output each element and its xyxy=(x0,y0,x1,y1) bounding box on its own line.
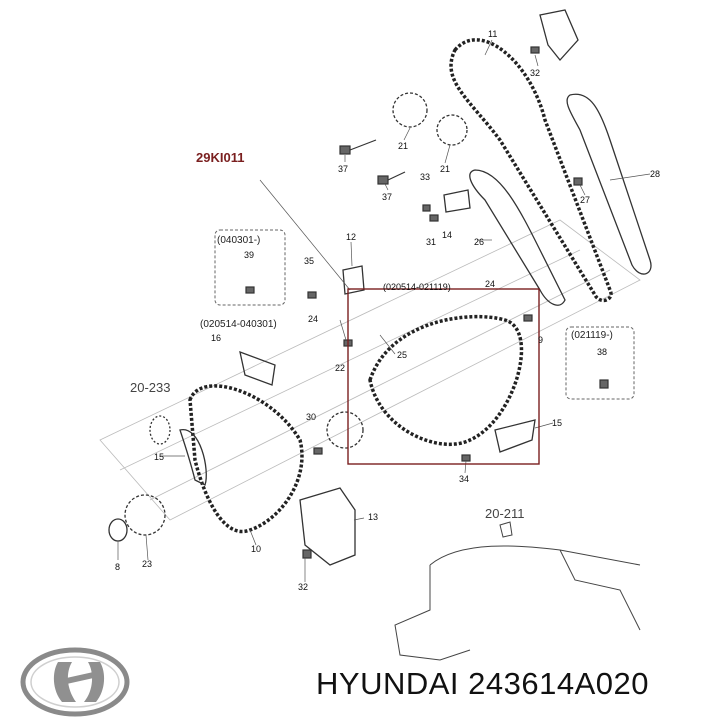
tensioner-13 xyxy=(299,487,356,566)
part-number: 23 xyxy=(142,559,152,569)
part-20-233 xyxy=(149,415,171,445)
hyundai-logo-icon xyxy=(20,647,130,717)
highlight-box xyxy=(347,288,540,465)
chain-guide-16 xyxy=(239,350,276,386)
sprocket-21-lower xyxy=(436,114,468,146)
bracket-top xyxy=(539,9,579,62)
upper-timing-chain xyxy=(449,38,613,303)
part-number: 33 xyxy=(420,172,430,182)
part-number: 8 xyxy=(115,562,120,572)
section-ref: 20-211 xyxy=(485,506,525,521)
variant-box-040301 xyxy=(214,229,286,306)
part-number: 26 xyxy=(474,237,484,247)
bolts xyxy=(245,46,609,559)
part-number: 12 xyxy=(346,232,356,242)
chain-guide-26 xyxy=(469,169,566,306)
part-number: 21 xyxy=(440,164,450,174)
part-20-211 xyxy=(499,521,513,538)
variant-label: (020514-021119) xyxy=(383,282,451,292)
part-number-label: 243614A020 xyxy=(468,666,649,701)
middle-timing-chain xyxy=(368,314,524,446)
chain-guide-15-upper xyxy=(494,419,536,453)
engine-block-sketch xyxy=(394,545,641,661)
part-number: 22 xyxy=(335,363,345,373)
part-number: 11 xyxy=(488,29,497,39)
lower-timing-chain xyxy=(188,384,304,534)
chain-guide-15-lower xyxy=(179,429,207,486)
part-number: 10 xyxy=(251,544,261,554)
part-number: 9 xyxy=(538,335,543,345)
part-number: 21 xyxy=(398,141,408,151)
part-number: 24 xyxy=(485,279,495,289)
part-number: 32 xyxy=(298,582,308,592)
tensioner-14 xyxy=(443,189,471,213)
part-number: 15 xyxy=(154,452,164,462)
part-number: 30 xyxy=(306,412,316,422)
variant-label: (021119-) xyxy=(571,330,613,341)
part-number: 14 xyxy=(442,230,452,240)
reference-code: 29KI011 xyxy=(196,150,244,165)
part-number: 27 xyxy=(580,195,590,205)
part-number: 28 xyxy=(650,169,660,179)
part-number: 34 xyxy=(459,474,469,484)
part-number: 31 xyxy=(426,237,436,247)
section-ref: 20-233 xyxy=(130,380,170,395)
part-number: 35 xyxy=(304,256,314,266)
leader-lines xyxy=(117,39,651,582)
part-number: 39 xyxy=(244,250,254,260)
variant-label: (040301-) xyxy=(217,235,260,246)
part-number: 13 xyxy=(368,512,378,522)
part-number: 37 xyxy=(382,192,392,202)
tensioner-12 xyxy=(342,265,365,295)
sprocket-23 xyxy=(124,494,166,536)
part-number: 32 xyxy=(530,68,540,78)
sprocket-21-upper xyxy=(392,92,428,128)
engine-outline xyxy=(99,219,641,521)
variant-label: (020514-040301) xyxy=(200,319,277,330)
variant-box-021119 xyxy=(565,326,635,400)
sprocket-22 xyxy=(326,411,364,449)
brand-part-number: HYUNDAI 243614A020 xyxy=(316,666,649,702)
chain-guide-28 xyxy=(566,93,652,275)
part-number: 37 xyxy=(338,164,348,174)
part-number: 15 xyxy=(552,418,562,428)
part-number: 25 xyxy=(397,350,407,360)
ring-8 xyxy=(108,518,128,542)
part-number: 24 xyxy=(308,314,318,324)
part-number: 38 xyxy=(597,347,607,357)
brand-name: HYUNDAI xyxy=(316,666,460,701)
part-number: 16 xyxy=(211,333,221,343)
